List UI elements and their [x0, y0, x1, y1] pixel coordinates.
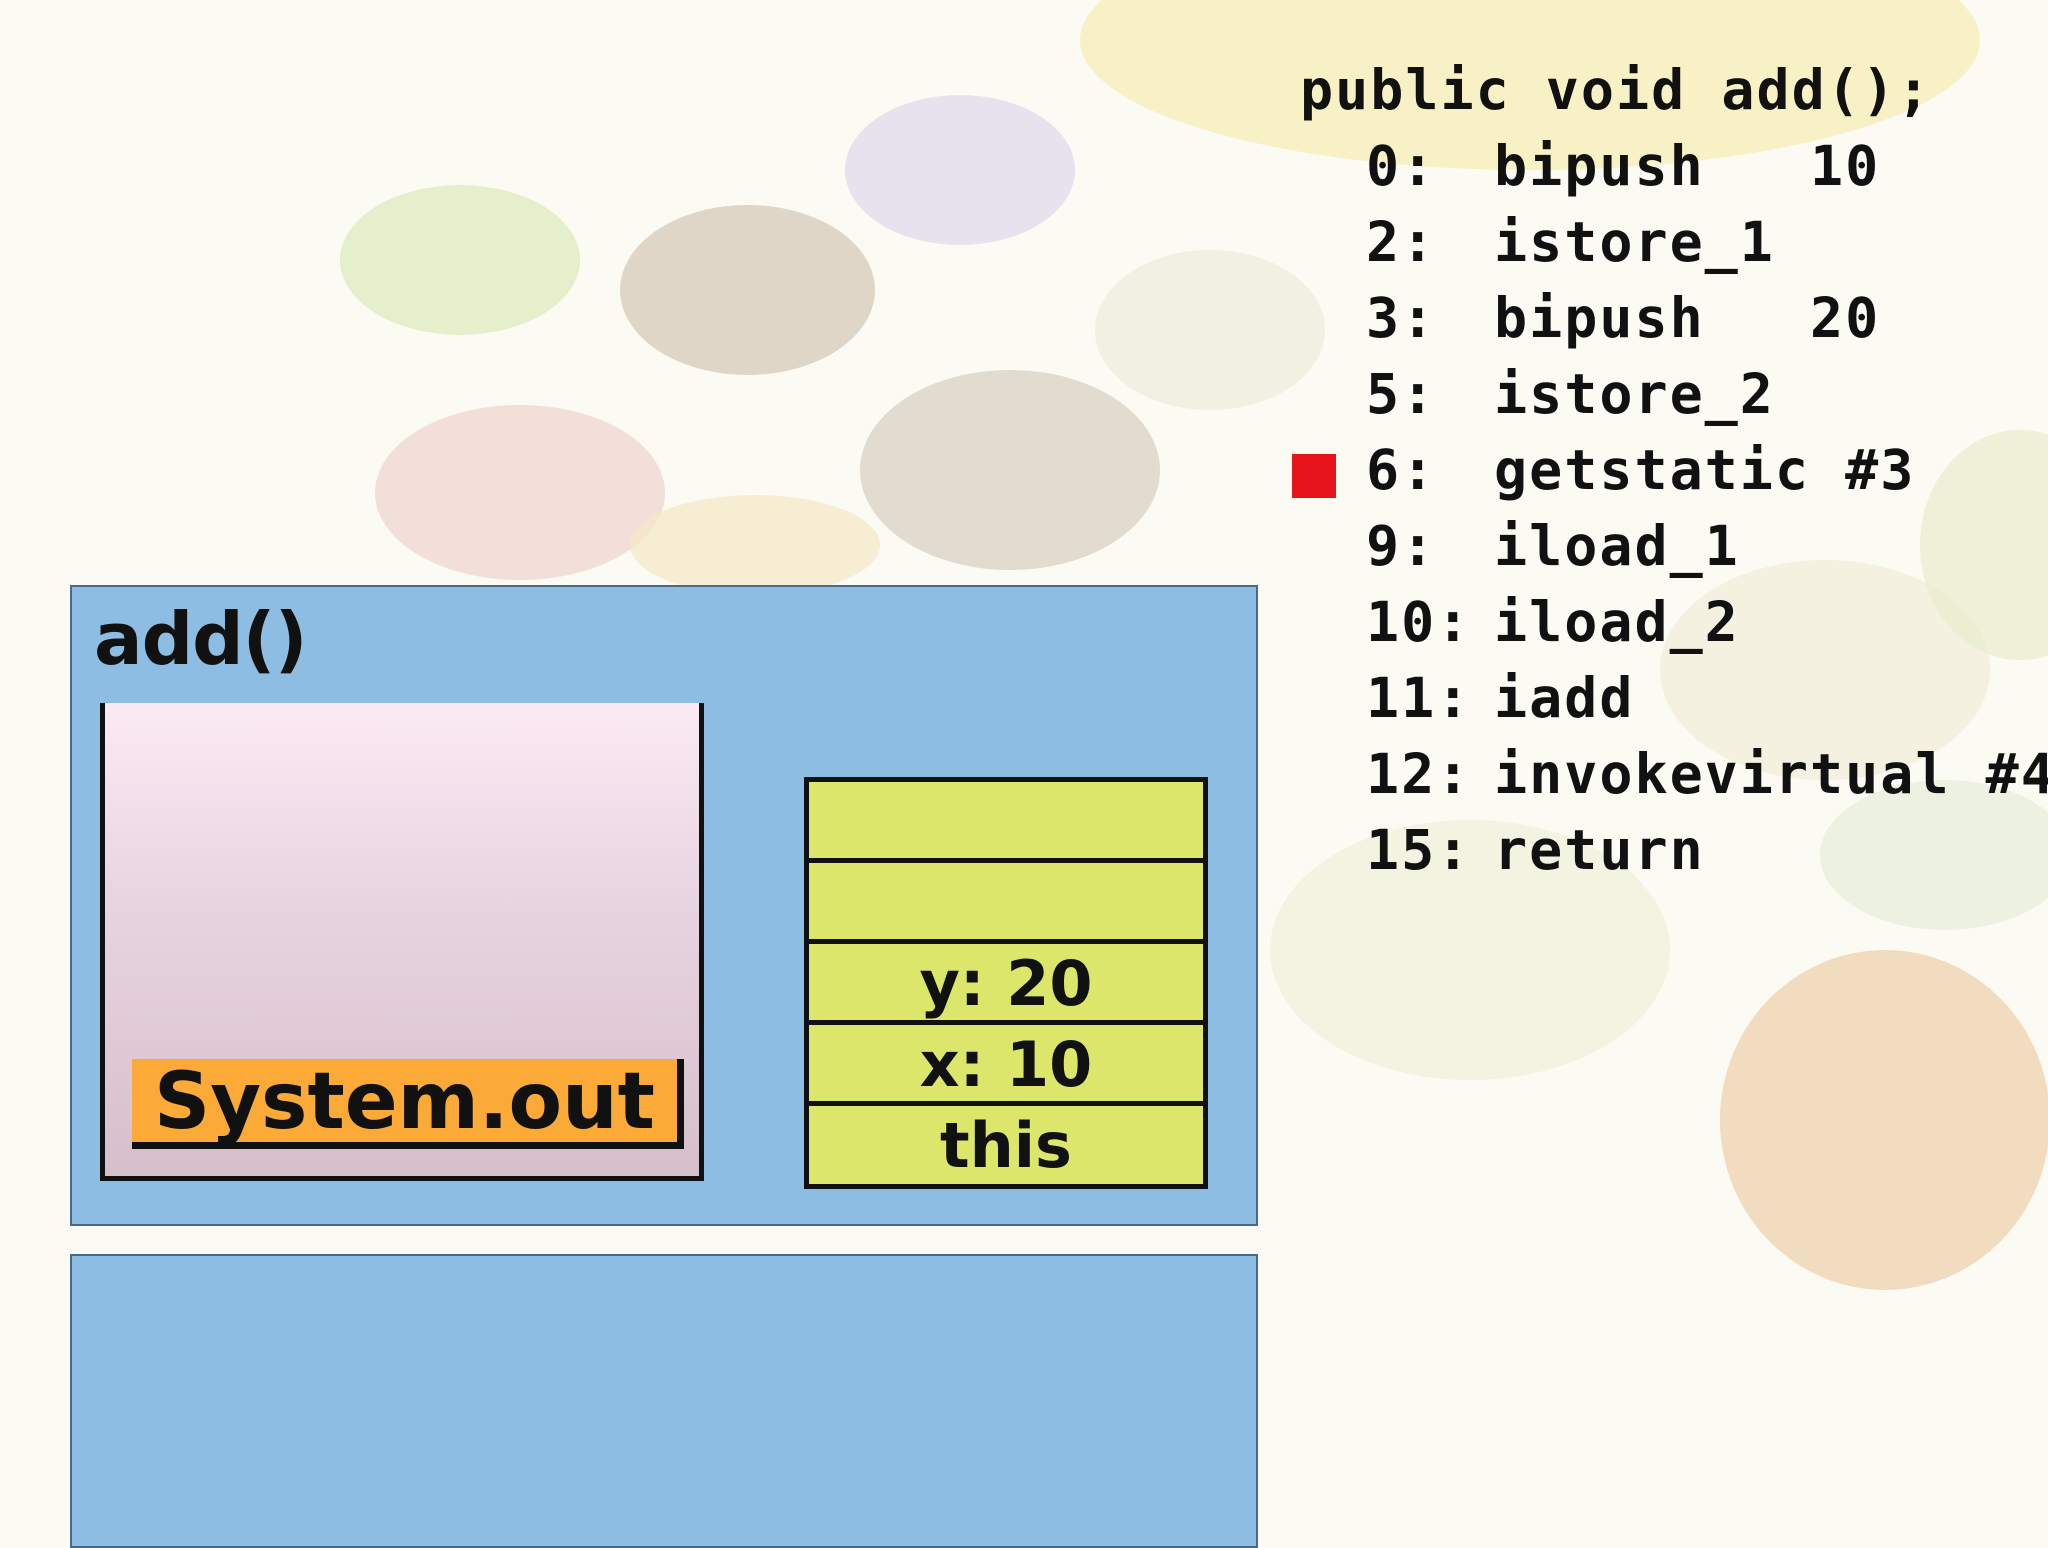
local-variable-slot [809, 782, 1203, 863]
method-signature: public void add(); [1300, 58, 1933, 122]
local-variable-slot [809, 863, 1203, 944]
instruction-line: 10: iload_2 [1300, 584, 2048, 660]
caller-stack-frame [70, 1254, 1258, 1548]
instruction-line: 2: istore_1 [1300, 204, 2048, 280]
local-variable-slot: x: 10 [809, 1025, 1203, 1106]
current-instruction-marker [1292, 454, 1336, 498]
instruction-offset: 2: [1366, 210, 1437, 274]
instruction-line: 0: bipush 10 [1300, 128, 2048, 204]
instruction-offset: 0: [1366, 134, 1437, 198]
instruction-offset: 3: [1366, 286, 1437, 350]
instruction-text: invokevirtual #4 [1494, 742, 2048, 806]
instruction-line: 15: return [1300, 812, 2048, 888]
local-variable-table: y: 20 x: 10 this [804, 777, 1208, 1189]
instruction-line-current: 6: getstatic #3 [1292, 432, 2048, 508]
instruction-offset: 10: [1366, 590, 1472, 654]
instruction-list: 0: bipush 10 2: istore_1 3: bipush 20 5: ist… [1292, 128, 2048, 888]
instruction-text: iload_2 [1494, 590, 1740, 654]
instruction-text: iadd [1494, 666, 1635, 730]
instruction-text: istore_2 [1494, 362, 1775, 426]
stack-frame-add: add() System.out y: 20 x: 10 this [70, 585, 1258, 1226]
instruction-text: bipush 10 [1494, 134, 1881, 198]
instruction-line: 9: iload_1 [1300, 508, 2048, 584]
operand-stack: System.out [100, 703, 704, 1181]
bytecode-listing: public void add(); 0: bipush 10 2: istore_… [1292, 52, 2048, 888]
local-variable-slot: y: 20 [809, 944, 1203, 1025]
instruction-text: return [1494, 818, 1705, 882]
instruction-line: 3: bipush 20 [1300, 280, 2048, 356]
instruction-text: bipush 20 [1494, 286, 1881, 350]
instruction-text: iload_1 [1494, 514, 1740, 578]
operand-stack-item: System.out [132, 1059, 684, 1149]
instruction-offset: 9: [1366, 514, 1437, 578]
instruction-text: istore_1 [1494, 210, 1775, 274]
instruction-line: 5: istore_2 [1300, 356, 2048, 432]
frame-title: add() [94, 597, 307, 681]
instruction-offset: 11: [1366, 666, 1472, 730]
instruction-line: 11: iadd [1300, 660, 2048, 736]
instruction-text: getstatic #3 [1494, 438, 1916, 502]
instruction-offset: 6: [1366, 438, 1437, 502]
instruction-offset: 5: [1366, 362, 1437, 426]
local-variable-slot: this [940, 1109, 1072, 1182]
instruction-offset: 12: [1366, 742, 1472, 806]
instruction-line: 12: invokevirtual #4 [1300, 736, 2048, 812]
instruction-offset: 15: [1366, 818, 1472, 882]
